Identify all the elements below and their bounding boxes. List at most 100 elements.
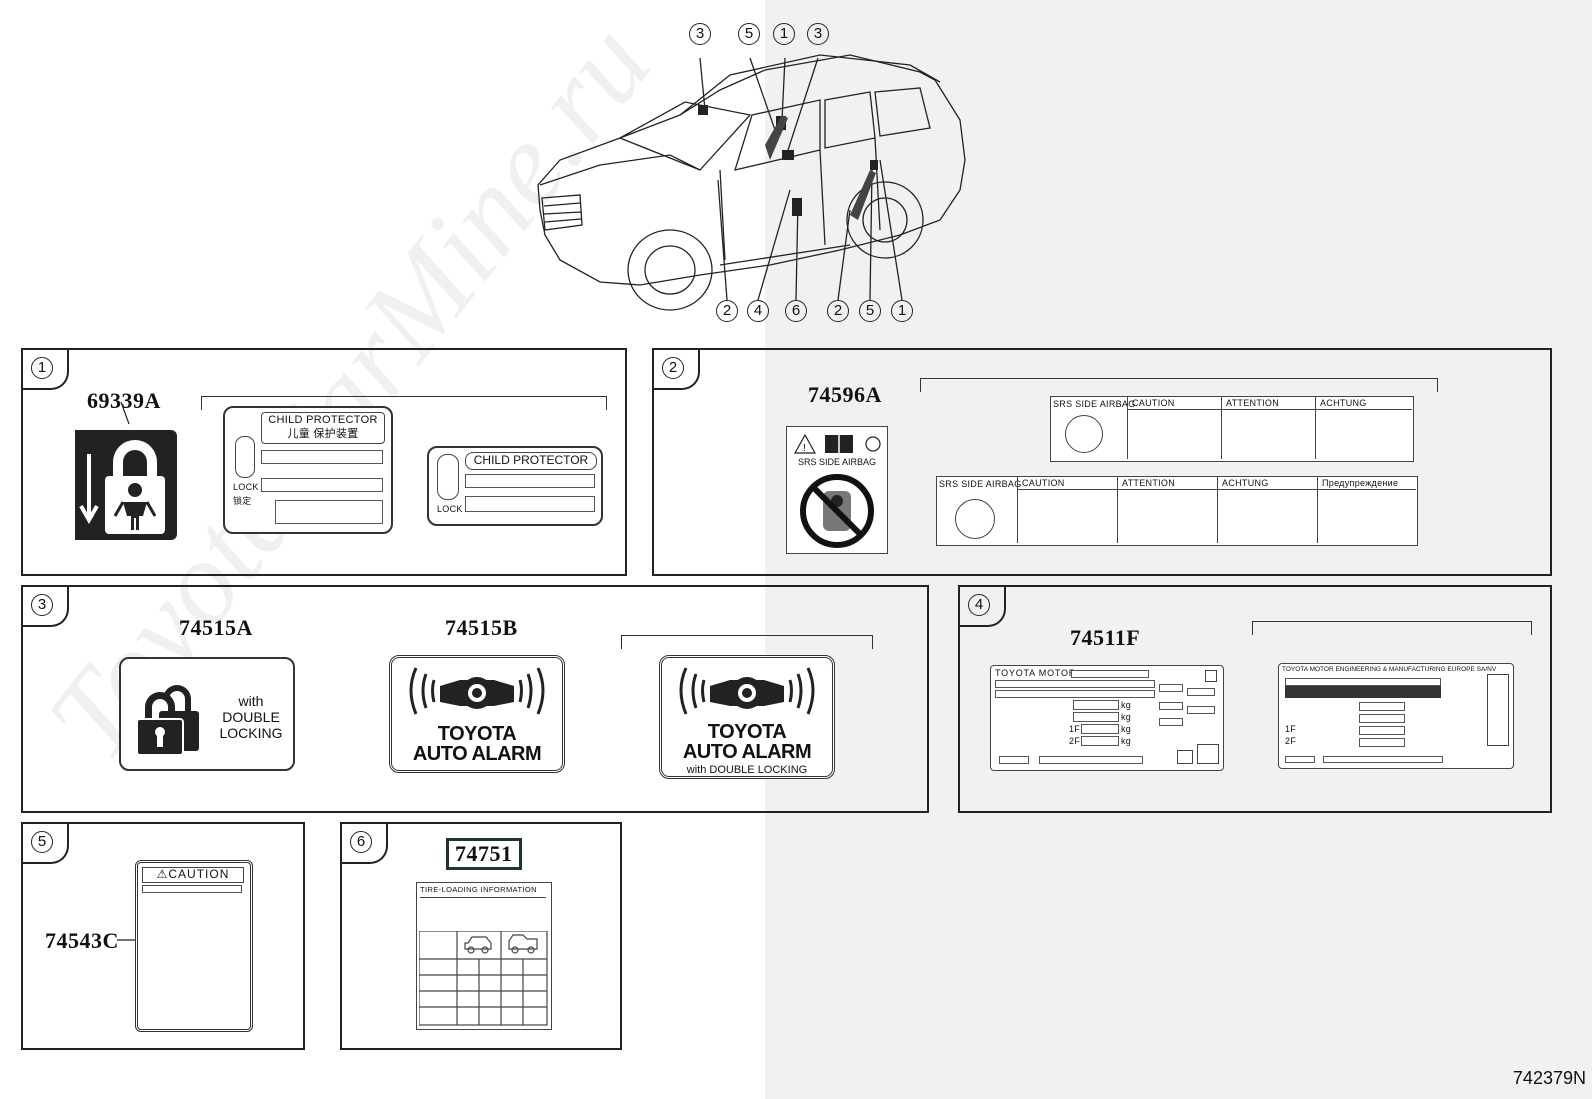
alarm-title-line-1: TOYOTA bbox=[437, 723, 517, 745]
plate2-axle-1f: 1F bbox=[1285, 724, 1297, 734]
filled-line bbox=[1285, 686, 1441, 698]
double-locking-text: with DOUBLE LOCKING bbox=[211, 693, 291, 741]
alarm-title-2-line-2: AUTO ALARM bbox=[682, 741, 812, 763]
callout-1-top: 1 bbox=[773, 23, 795, 45]
variant-bracket-1 bbox=[201, 396, 607, 410]
variant-bracket-3 bbox=[621, 635, 873, 649]
srs-table-1-title: SRS SIDE AIRBAG bbox=[1053, 399, 1136, 409]
panel-3-index: 3 bbox=[31, 594, 53, 616]
part-number-74515a: 74515A bbox=[179, 615, 253, 640]
srs-table-1-col: CAUTION bbox=[1127, 397, 1222, 459]
srs-table-2-col: CAUTION bbox=[1017, 477, 1118, 543]
panel-6: 6 74751 TIRE-LOADING INFORMATION bbox=[340, 822, 622, 1050]
child-label-1-lock: LOCK bbox=[233, 482, 259, 492]
no-child-seat-icon bbox=[800, 474, 874, 548]
corner-box bbox=[1197, 744, 1219, 764]
vin-plate-2-title: TOYOTA MOTOR ENGINEERING & MANUFACTURING… bbox=[1282, 666, 1497, 673]
alarm-siren-icon bbox=[679, 667, 815, 715]
callout-5-top: 5 bbox=[738, 23, 760, 45]
unit-kg: kg bbox=[1121, 736, 1132, 746]
text-line bbox=[275, 500, 383, 524]
unit-kg: kg bbox=[1121, 724, 1132, 734]
corner-box bbox=[1205, 670, 1217, 682]
panel-2-tab: 2 bbox=[652, 348, 700, 390]
panel-4: 4 74511F TOYOTA MOTOR kg kg kg kg 1F 2F … bbox=[958, 585, 1552, 813]
unit-kg: kg bbox=[1121, 700, 1132, 710]
text-line bbox=[1073, 700, 1119, 710]
text-line bbox=[995, 690, 1155, 698]
alarm-title-line-2: AUTO ALARM bbox=[412, 743, 542, 765]
panel-2-index: 2 bbox=[662, 357, 684, 379]
text-line bbox=[465, 474, 595, 488]
srs-table-1: SRS SIDE AIRBAG CAUTION ATTENTION ACHTUN… bbox=[1050, 396, 1414, 462]
variant-bracket-4 bbox=[1252, 621, 1532, 635]
panel-6-index: 6 bbox=[350, 831, 372, 853]
caution-label: ⚠CAUTION bbox=[135, 860, 253, 1032]
corner-box bbox=[1177, 750, 1193, 764]
panel-5-index: 5 bbox=[31, 831, 53, 853]
panel-1: 1 69339A CHILD PROTECTOR 儿童 保护装置 LOCK 锁定… bbox=[21, 348, 627, 576]
double-padlock-icon bbox=[136, 685, 199, 756]
srs-table-1-header: ATTENTION bbox=[1222, 397, 1316, 410]
panel-1-tab: 1 bbox=[21, 348, 69, 390]
text-line bbox=[999, 756, 1029, 764]
variant-bracket-2 bbox=[920, 378, 1438, 392]
part-number-74511f: 74511F bbox=[1070, 625, 1141, 650]
toyota-auto-alarm-double-locking-label: TOYOTA AUTO ALARM with DOUBLE LOCKING bbox=[659, 655, 835, 779]
part-number-74543c: 74543C bbox=[45, 928, 119, 953]
caution-text: CAUTION bbox=[168, 867, 230, 881]
warning-icon: ⚠ bbox=[156, 867, 169, 881]
text-line bbox=[1187, 688, 1215, 696]
vin-plate-1: TOYOTA MOTOR kg kg kg kg 1F 2F bbox=[990, 665, 1224, 771]
panel-6-tab: 6 bbox=[340, 822, 388, 864]
text-line bbox=[1159, 718, 1183, 726]
load-table bbox=[419, 931, 548, 1026]
panel-1-index: 1 bbox=[31, 357, 53, 379]
leader-line bbox=[117, 939, 135, 941]
child-label-1-header: CHILD PROTECTOR 儿童 保护装置 bbox=[261, 412, 385, 444]
text-line bbox=[1285, 756, 1315, 763]
callout-3-top-a: 3 bbox=[689, 23, 711, 45]
unit-kg: kg bbox=[1121, 712, 1132, 722]
plate2-axle-2f: 2F bbox=[1285, 736, 1297, 746]
child-label-1-subtitle: 儿童 保护装置 bbox=[287, 428, 359, 440]
text-line bbox=[261, 450, 383, 464]
alarm-title-2: TOYOTA AUTO ALARM bbox=[662, 722, 832, 762]
text-line bbox=[1359, 714, 1405, 723]
callout-2-bottom-a: 2 bbox=[716, 300, 738, 322]
text-line bbox=[1359, 702, 1405, 711]
tire-loading-title: TIRE-LOADING INFORMATION bbox=[420, 885, 537, 894]
caution-title: ⚠CAUTION bbox=[142, 867, 244, 883]
callout-6-bottom: 6 bbox=[785, 300, 807, 322]
text-line bbox=[1039, 756, 1143, 764]
srs-table-2-title: SRS SIDE AIRBAG bbox=[939, 479, 1022, 489]
srs-table-2-header: Предупреждение bbox=[1318, 477, 1416, 490]
srs-table-1-header: CAUTION bbox=[1128, 397, 1222, 410]
dl-line-3: LOCKING bbox=[219, 725, 283, 741]
warning-book-icon: ! bbox=[793, 433, 881, 454]
vin-plate-2: TOYOTA MOTOR ENGINEERING & MANUFACTURING… bbox=[1278, 663, 1514, 769]
text-line bbox=[261, 478, 383, 492]
part-number-74515b: 74515B bbox=[445, 615, 518, 640]
srs-table-1-col: ATTENTION bbox=[1221, 397, 1316, 459]
panel-4-index: 4 bbox=[968, 594, 990, 616]
text-line bbox=[1073, 712, 1119, 722]
vehicle-illustration bbox=[537, 54, 966, 311]
child-lock-icon bbox=[75, 402, 177, 540]
alarm-title: TOYOTA AUTO ALARM bbox=[392, 724, 562, 764]
alarm-siren-icon bbox=[409, 667, 545, 715]
text-line bbox=[1071, 670, 1149, 678]
toyota-auto-alarm-label: TOYOTA AUTO ALARM bbox=[389, 655, 565, 773]
text-line bbox=[995, 680, 1155, 688]
part-number-74596a: 74596A bbox=[808, 382, 882, 407]
panel-3: 3 74515A 74515B with DOUBLE LOCKING bbox=[21, 585, 929, 813]
panel-4-tab: 4 bbox=[958, 585, 1006, 627]
part-number-74751: 74751 bbox=[446, 838, 522, 870]
srs-table-1-col: ACHTUNG bbox=[1315, 397, 1412, 459]
callout-1-bottom: 1 bbox=[891, 300, 913, 322]
text-line bbox=[1285, 678, 1441, 686]
double-locking-label: with DOUBLE LOCKING bbox=[119, 657, 295, 771]
child-label-2-switch-icon bbox=[437, 454, 459, 500]
panel-5: 5 74543C ⚠CAUTION bbox=[21, 822, 305, 1050]
alarm-title-2-line-1: TOYOTA bbox=[707, 721, 787, 743]
